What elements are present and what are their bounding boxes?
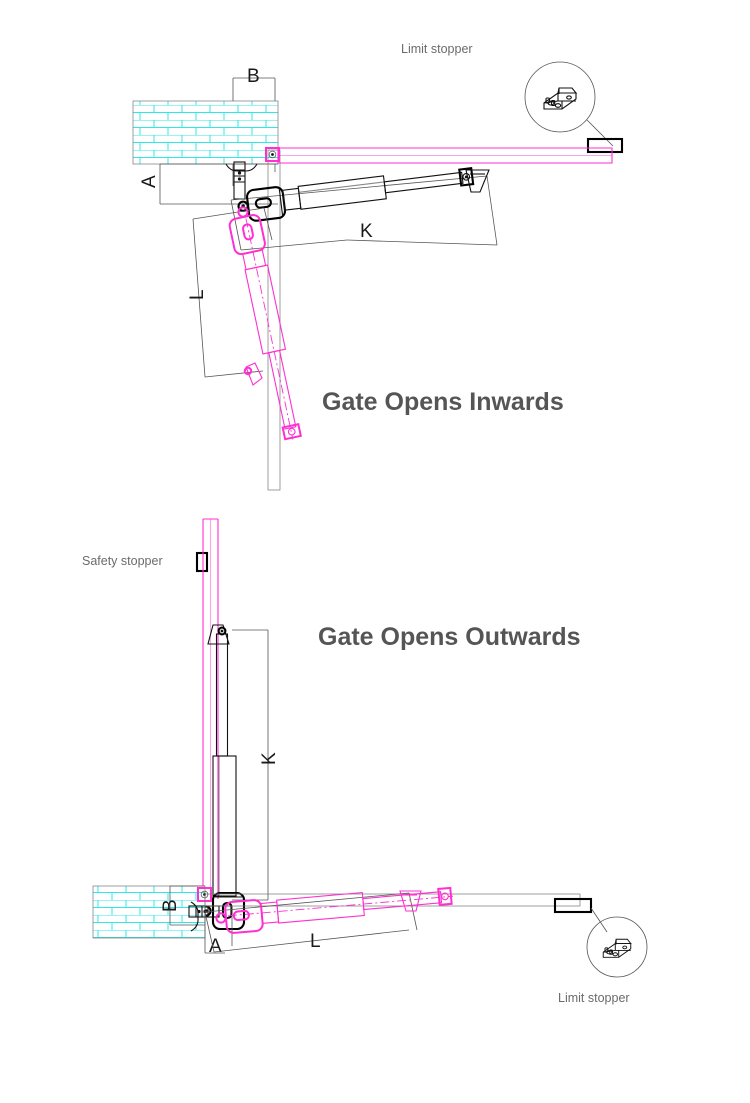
dimension-A-label: A: [139, 175, 160, 188]
diagram-gate-opens-outwards: Safety stopper K: [82, 518, 648, 1005]
linear-actuator-open: [228, 206, 302, 441]
safety-stopper-caption: Safety stopper: [82, 554, 163, 568]
diagram-1-title: Gate Opens Inwards: [322, 388, 564, 416]
dimension-K-label-outwards: K: [259, 752, 280, 765]
dimension-K-label: K: [360, 221, 373, 242]
dimension-L: L: [187, 207, 273, 378]
safety-stopper-plate-marker: [195, 551, 209, 573]
diagram-gate-opens-inwards: Limit stopper: [132, 42, 624, 491]
dimension-B-label-outwards: B: [160, 899, 181, 912]
diagram-2-title: Gate Opens Outwards: [318, 623, 581, 651]
dimension-L-label-outwards: L: [310, 931, 321, 952]
dimension-K: K: [230, 175, 498, 251]
dimension-B: B: [232, 66, 276, 186]
limit-stopper-callout-outwards: Limit stopper: [553, 897, 648, 1005]
limit-stopper-caption-outwards: Limit stopper: [558, 991, 630, 1005]
limit-stopper-caption: Limit stopper: [401, 42, 473, 56]
leaf-bracket-open: [243, 362, 263, 386]
gate-leaf-open-vertical: [202, 518, 219, 899]
limit-stopper-plate-marker-outwards: [553, 897, 593, 914]
brick-wall-pillar-outwards: [92, 885, 206, 939]
limit-stopper-callout: [524, 61, 624, 154]
leaf-bracket-open-outwards: [399, 890, 422, 912]
dimension-A: A: [139, 163, 278, 205]
dimension-K-outwards: K: [232, 629, 280, 901]
linear-actuator-open-outwards: [215, 886, 454, 934]
hinge-pivot: [265, 147, 280, 162]
safety-stopper-callout: Safety stopper: [82, 551, 209, 573]
dimension-B-outwards: B: [160, 885, 205, 926]
limit-stopper-plate-marker: [586, 137, 624, 154]
limit-stopper-icon: [543, 87, 578, 110]
dimension-L-label: L: [187, 289, 208, 300]
limit-stopper-icon-outwards: [602, 938, 632, 958]
post-bracket-outwards: [188, 901, 220, 932]
gate-leaf-closed: [267, 149, 281, 491]
brick-wall-pillar: [132, 100, 279, 165]
dimension-B-label: B: [247, 66, 260, 87]
leaf-bracket-closed: [465, 169, 490, 193]
